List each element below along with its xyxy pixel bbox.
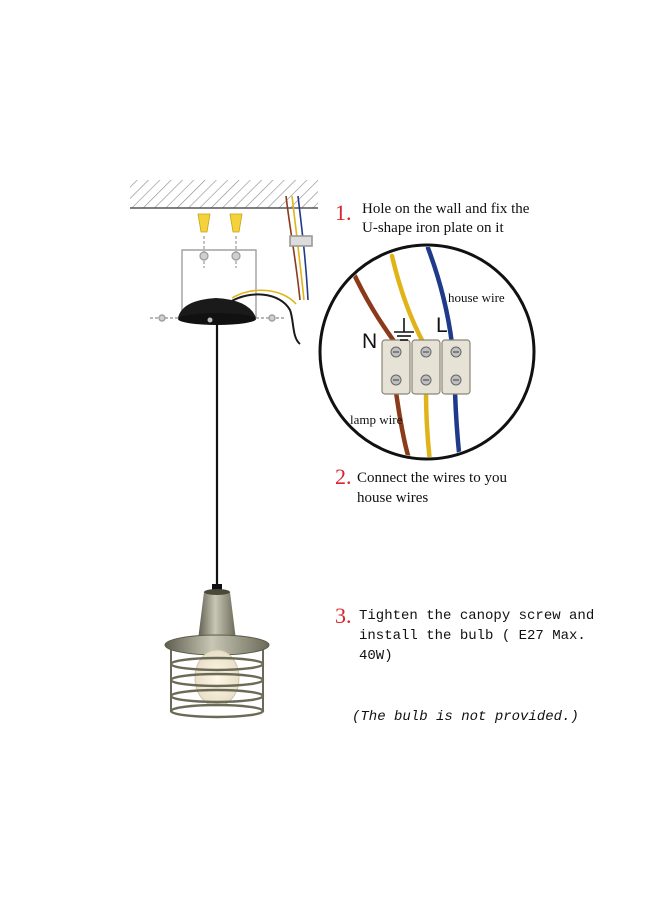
step-1-text-line1: Hole on the wall and fix the [362,201,530,217]
ground-icon [394,318,414,341]
wiring-detail: N L house wire lamp wire [318,243,536,461]
step-3-text-line3: 40W) [359,648,393,664]
u-shape-plate [150,249,284,322]
house-wire-label: house wire [448,290,505,305]
live-label: L [436,314,448,337]
ceiling [130,180,318,209]
cage-shade [164,634,270,719]
step-3-text-line1: Tighten the canopy screw and [359,608,595,624]
wire-yellow-lamp [423,389,433,457]
anchor-icon [197,213,243,233]
step-2-number: 2. [335,464,352,489]
canopy [178,289,301,345]
step-3-number: 3. [335,603,352,628]
step-2-text-line2: house wires [357,490,429,506]
step-1-number: 1. [335,200,352,225]
screw-icon [199,236,241,268]
step-1-text-line2: U-shape iron plate on it [362,220,504,236]
lamp-wire-label: lamp wire [350,412,403,427]
lamp-socket [198,584,236,640]
wire-blue-house [425,247,455,347]
wire-yellow-house [389,253,427,347]
wire-brown-house [349,267,399,347]
terminal-block-icon [381,339,471,395]
bulb-note: (The bulb is not provided.) [352,709,579,725]
house-wires [285,195,313,301]
neutral-label: N [362,330,377,353]
step-2-text-line1: Connect the wires to you [357,470,507,486]
step-3-text-line2: install the bulb ( E27 Max. [359,628,586,644]
